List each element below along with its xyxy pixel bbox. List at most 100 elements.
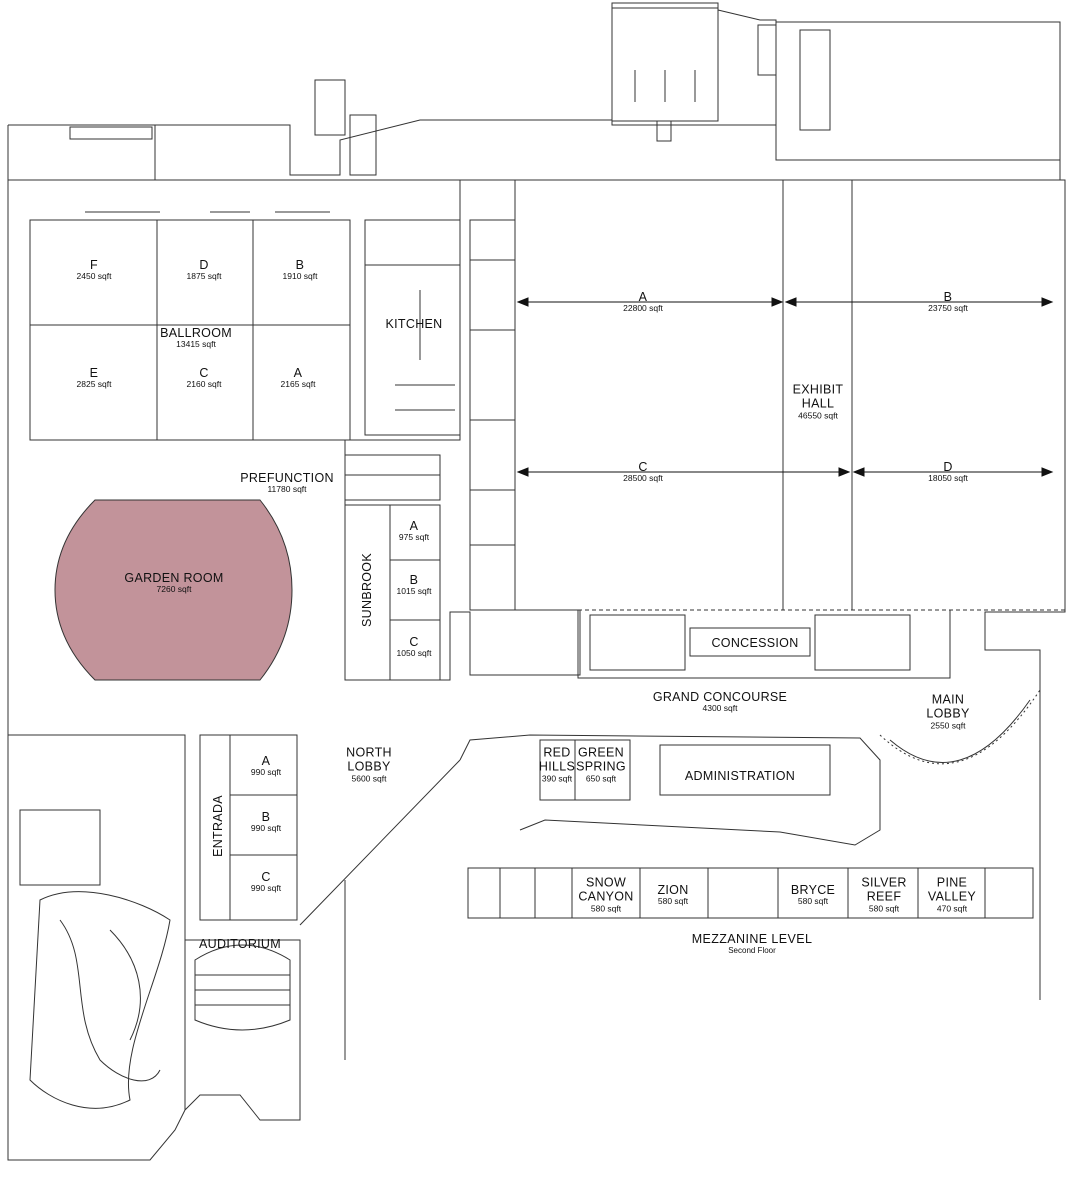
kitchen-label[interactable]: KITCHEN (386, 317, 443, 331)
mezzanine-room-silver-reef[interactable]: SILVER REEF 580 sqft (861, 876, 906, 915)
mezzanine-room-pine-valley[interactable]: PINE VALLEY 470 sqft (928, 876, 976, 915)
room-size: 1875 sqft (186, 271, 222, 282)
room-size: 580 sqft (590, 903, 622, 914)
ballroom-section-a[interactable]: A 2165 sqft (281, 366, 316, 390)
ballroom-section-c[interactable]: C 2160 sqft (187, 366, 222, 390)
room-size: 650 sqft (585, 773, 617, 784)
room-name: CONCESSION (711, 635, 799, 650)
room-name: A (409, 518, 419, 533)
room-size: 975 sqft (398, 532, 430, 543)
room-size: 46550 sqft (798, 410, 838, 421)
room-size: 1015 sqft (396, 586, 432, 597)
room-name: B (261, 809, 271, 824)
room-size: 22800 sqft (623, 303, 663, 314)
mezzanine-room-bryce[interactable]: BRYCE 580 sqft (791, 883, 835, 907)
concession-label[interactable]: CONCESSION (711, 636, 798, 650)
room-size: 1050 sqft (396, 648, 432, 659)
room-name: F (90, 257, 98, 272)
room-name: PINE (936, 875, 968, 890)
room-size: 4300 sqft (702, 703, 738, 714)
room-name: EXHIBIT (792, 382, 844, 397)
room-size: 990 sqft (250, 823, 282, 834)
room-size: 990 sqft (250, 767, 282, 778)
room-size: 470 sqft (936, 903, 968, 914)
north-lobby-label[interactable]: NORTH LOBBY 5600 sqft (346, 746, 392, 785)
exhibit-hall-section-a[interactable]: A 22800 sqft (623, 290, 663, 314)
mezzanine-subtitle: Second Floor (728, 946, 776, 956)
room-size: 1910 sqft (282, 271, 318, 282)
room-name: GRAND CONCOURSE (652, 689, 788, 704)
room-name: MAIN (931, 692, 965, 707)
room-name: HALL (801, 397, 835, 412)
room-name: KITCHEN (385, 316, 443, 331)
room-name: REEF (866, 890, 902, 905)
auditorium-label[interactable]: AUDITORIUM (199, 937, 281, 951)
room-name: B (295, 257, 305, 272)
entrada-section-a[interactable]: A 990 sqft (251, 754, 281, 778)
room-size: 11780 sqft (267, 484, 307, 495)
room-size: 580 sqft (797, 896, 829, 907)
room-size: 2450 sqft (76, 271, 112, 282)
room-name: D (199, 257, 209, 272)
room-size: 5600 sqft (351, 773, 387, 784)
room-name: C (261, 869, 271, 884)
room-name: PREFUNCTION (240, 470, 334, 485)
room-name: D (943, 459, 953, 474)
mezzanine-title-text: MEZZANINE LEVEL (691, 932, 813, 947)
ballroom-section-f[interactable]: F 2450 sqft (77, 258, 112, 282)
room-size: 28500 sqft (623, 473, 663, 484)
room-name: C (638, 459, 648, 474)
exhibit-hall-section-b[interactable]: B 23750 sqft (928, 290, 968, 314)
sunbrook-outline (344, 504, 441, 681)
exhibit-hall-section-d[interactable]: D 18050 sqft (928, 460, 968, 484)
mezzanine-room-snow-canyon[interactable]: SNOW CANYON 580 sqft (578, 876, 633, 915)
main-lobby-label[interactable]: MAIN LOBBY 2550 sqft (926, 693, 969, 732)
room-name: B (409, 572, 419, 587)
entrada-label[interactable]: ENTRADA (211, 795, 225, 857)
administration-label[interactable]: ADMINISTRATION (685, 769, 795, 783)
garden-room-label[interactable]: GARDEN ROOM 7260 sqft (124, 571, 223, 595)
ballroom-section-b[interactable]: B 1910 sqft (283, 258, 318, 282)
grand-concourse-label[interactable]: GRAND CONCOURSE 4300 sqft (653, 690, 787, 714)
room-name: SILVER (861, 875, 907, 890)
room-name: NORTH (346, 745, 392, 760)
ballroom-label[interactable]: BALLROOM 13415 sqft (160, 326, 232, 350)
room-size: 2165 sqft (280, 379, 316, 390)
room-name: C (409, 634, 419, 649)
room-size: 7260 sqft (156, 584, 192, 595)
room-name: A (261, 753, 271, 768)
room-name: BRYCE (790, 882, 836, 897)
room-name: A (638, 289, 648, 304)
room-name: SPRING (576, 760, 626, 775)
sunbrook-section-c[interactable]: C 1050 sqft (397, 635, 432, 659)
entrada-outline (199, 734, 298, 921)
mezzanine-title: MEZZANINE LEVEL Second Floor (692, 932, 813, 956)
entrada-section-b[interactable]: B 990 sqft (251, 810, 281, 834)
room-name: ZION (657, 882, 689, 897)
room-name: C (199, 365, 209, 380)
exhibit-hall-section-c[interactable]: C 28500 sqft (623, 460, 663, 484)
room-name: GREEN (578, 745, 624, 760)
room-name: LOBBY (347, 760, 391, 775)
room-name: VALLEY (927, 890, 977, 905)
room-name: ADMINISTRATION (684, 768, 796, 783)
room-name: BALLROOM (160, 325, 232, 340)
room-size: 580 sqft (657, 896, 689, 907)
sunbrook-label[interactable]: SUNBROOK (360, 553, 374, 627)
entrada-section-c[interactable]: C 990 sqft (251, 870, 281, 894)
sunbrook-section-b[interactable]: B 1015 sqft (397, 573, 432, 597)
sunbrook-section-a[interactable]: A 975 sqft (399, 519, 429, 543)
exhibit-hall-label[interactable]: EXHIBIT HALL 46550 sqft (793, 383, 844, 422)
mezzanine-room-zion[interactable]: ZION 580 sqft (657, 883, 688, 907)
room-name: LOBBY (926, 707, 970, 722)
room-size: 390 sqft (541, 773, 573, 784)
room-name: SNOW (585, 875, 627, 890)
room-name: CANYON (578, 890, 634, 905)
prefunction-label[interactable]: PREFUNCTION 11780 sqft (240, 471, 334, 495)
ballroom-outline (29, 219, 351, 441)
ballroom-section-d[interactable]: D 1875 sqft (187, 258, 222, 282)
green-spring-label[interactable]: GREEN SPRING 650 sqft (576, 746, 626, 785)
red-hills-label[interactable]: RED HILLS 390 sqft (539, 746, 575, 785)
ballroom-section-e[interactable]: E 2825 sqft (77, 366, 112, 390)
